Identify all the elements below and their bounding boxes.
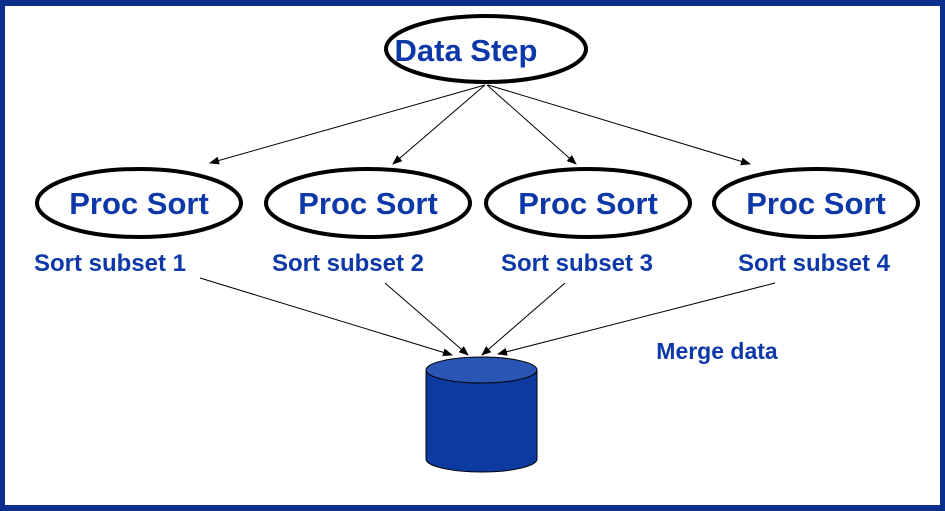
proc-sort-ellipse — [264, 167, 472, 239]
cylinder-body — [425, 369, 538, 473]
proc-sort-node-2[interactable]: Proc Sort — [264, 167, 472, 239]
proc-sort-node-3[interactable]: Proc Sort — [484, 167, 692, 239]
subset-label-3: Sort subset 3 — [501, 250, 653, 277]
edge-datastep-to-sort2 — [392, 84, 486, 165]
subset-label-4: Sort subset 4 — [738, 250, 891, 277]
edge-subset2-to-merge — [384, 282, 469, 356]
cylinder-top — [425, 356, 538, 384]
edge-datastep-to-sort4 — [487, 84, 751, 166]
merge-database-cylinder[interactable] — [425, 356, 538, 473]
proc-sort-label: Proc Sort — [69, 186, 209, 221]
subset-label-2: Sort subset 2 — [272, 250, 424, 277]
data-step-ellipse — [384, 14, 588, 84]
edge-datastep-to-sort1 — [209, 84, 486, 165]
proc-sort-ellipse — [484, 167, 692, 239]
subset-label-1: Sort subset 1 — [34, 250, 186, 277]
proc-sort-node-1[interactable]: Proc Sort — [35, 167, 243, 239]
fan-out-edges — [209, 84, 751, 166]
edge-subset3-to-merge — [481, 282, 566, 356]
proc-sort-label: Proc Sort — [746, 186, 886, 221]
proc-sort-label: Proc Sort — [518, 186, 658, 221]
merge-data-label: Merge data — [656, 338, 778, 364]
proc-sort-node-4[interactable]: Proc Sort — [712, 167, 920, 239]
edge-subset4-to-merge — [497, 282, 776, 356]
edge-datastep-to-sort3 — [486, 84, 577, 165]
proc-sort-label: Proc Sort — [298, 186, 438, 221]
edge-subset1-to-merge — [199, 277, 453, 357]
fan-in-edges — [199, 277, 776, 357]
proc-sort-ellipse — [712, 167, 920, 239]
data-step-label: Data Step — [395, 33, 538, 68]
data-step-node[interactable]: Data Step — [384, 14, 588, 84]
proc-sort-ellipse — [35, 167, 243, 239]
